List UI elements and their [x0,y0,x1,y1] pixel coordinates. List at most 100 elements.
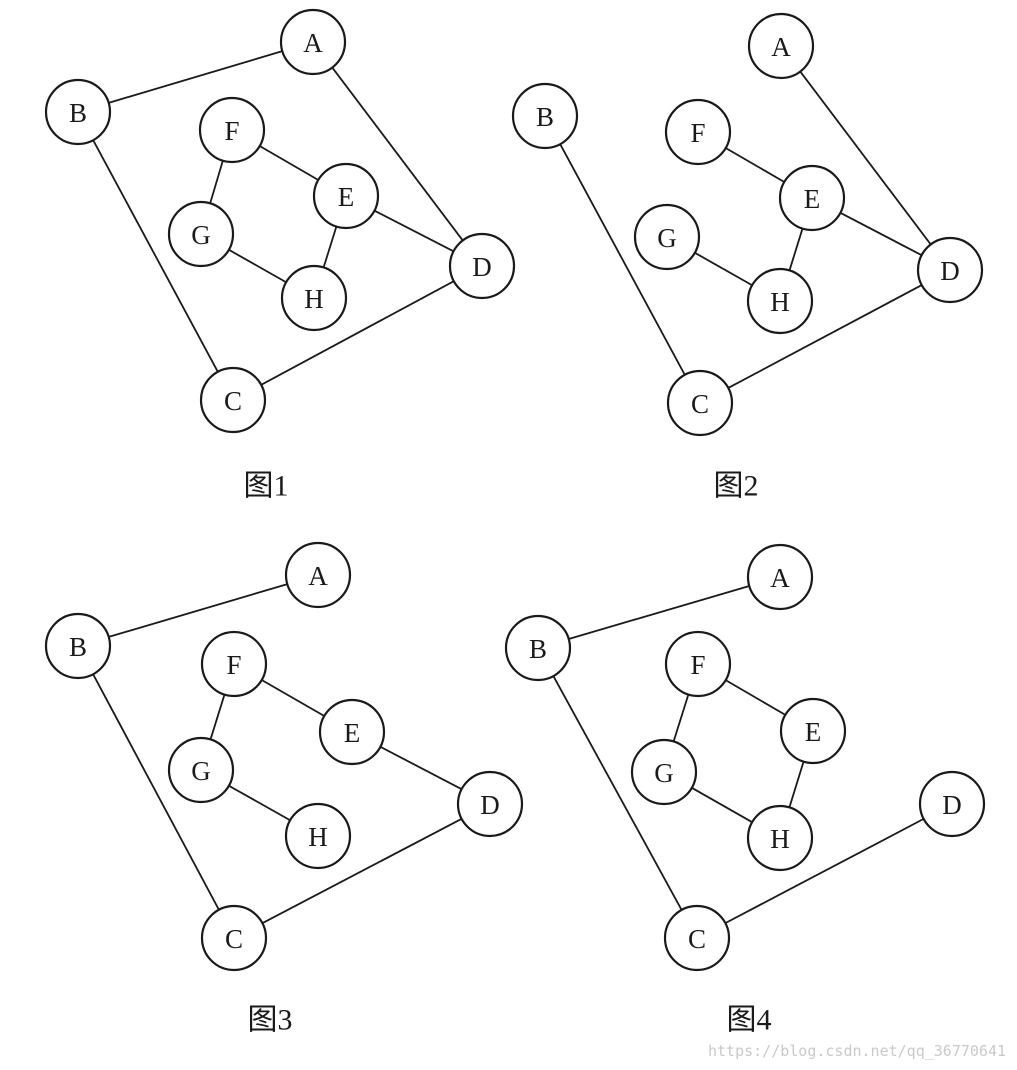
edge-e-f [725,679,786,716]
node-circle [916,236,984,304]
edge-a-d [799,71,932,245]
node-c: C [199,366,267,434]
edge-b-c [92,139,219,373]
node-d: D [456,770,524,838]
node-label: B [536,102,554,132]
edge-b-c [552,675,683,911]
node-circle [663,904,731,972]
node-label: C [225,924,243,954]
node-label: D [942,790,962,820]
node-b: B [504,614,572,682]
node-label: C [688,924,706,954]
edge-e-f [261,679,325,717]
node-c: C [200,904,268,972]
edge-a-b [108,583,288,638]
node-label: F [690,650,705,680]
node-label: G [654,758,674,788]
figure-2-edges [559,71,932,389]
node-circle [666,369,734,437]
node-c: C [666,369,734,437]
node-a: A [746,543,814,611]
watermark-url: https://blog.csdn.net/qq_36770641 [708,1042,1006,1060]
figure-2-caption: 图2 [714,470,759,503]
figure-1-caption: 图1 [244,470,289,503]
node-circle [778,164,846,232]
figure-3-edges [92,583,463,924]
node-label: E [805,717,822,747]
node-circle [511,82,579,150]
node-h: H [746,804,814,872]
figure-4-caption: 图4 [727,1004,772,1037]
edge-f-g [209,160,224,204]
figure-1-nodes: A B C D E FGH [44,8,516,434]
node-label: B [69,632,87,662]
node-d: D [916,236,984,304]
node-circle [746,267,814,335]
edge-g-h [694,251,753,287]
node-label: A [303,28,323,58]
node-circle [633,203,701,271]
node-e: E [778,164,846,232]
edge-e-h [322,226,338,268]
node-label: C [224,386,242,416]
node-label: G [191,756,211,786]
figure-4-nodes: A B C D E F G H [504,543,986,972]
node-circle [284,541,352,609]
node-e: E [318,698,386,766]
node-label: B [69,98,87,128]
node-label: G [657,223,677,253]
node-label: H [770,824,790,854]
node-d: D [448,232,516,300]
node-circle [284,802,352,870]
node-label: A [308,561,328,591]
node-circle [44,612,112,680]
node-f: F [200,630,268,698]
edge-a-b [568,585,750,640]
edge-b-c [559,143,686,376]
figure-1-edges [92,50,464,386]
node-label: D [480,790,500,820]
node-label: E [338,182,355,212]
node-label: F [690,118,705,148]
edge-a-d [331,67,464,241]
node-label: C [691,389,709,419]
node-g: G [633,203,701,271]
node-g: G [167,736,235,804]
edge-d-e [374,209,454,253]
edge-f-g [672,694,690,742]
node-circle [44,78,112,146]
node-circle [200,630,268,698]
node-circle [280,264,348,332]
node-g: G [167,200,235,268]
edge-f-g [209,694,226,740]
node-g: G [630,738,698,806]
node-f: F [198,96,266,164]
node-circle [630,738,698,806]
node-label: B [529,634,547,664]
node-label: D [472,252,492,282]
node-circle [318,698,386,766]
figure-1: A B C D E FGH 图1 [44,8,516,503]
figure-3-caption: 图3 [248,1004,293,1037]
node-circle [664,630,732,698]
node-circle [167,200,235,268]
node-h: H [280,264,348,332]
node-circle [167,736,235,804]
edge-c-d [727,284,923,389]
edge-a-b [108,50,283,104]
edge-d-e [839,212,923,256]
edge-e-f [259,145,319,181]
node-circle [746,543,814,611]
edge-e-f [725,147,785,183]
figure-4: A B C D E F G H 图4 [504,543,986,1037]
node-circle [198,96,266,164]
node-b: B [511,82,579,150]
node-circle [747,12,815,80]
node-circle [312,162,380,230]
edge-b-c [92,673,220,911]
node-a: A [284,541,352,609]
node-a: A [279,8,347,76]
